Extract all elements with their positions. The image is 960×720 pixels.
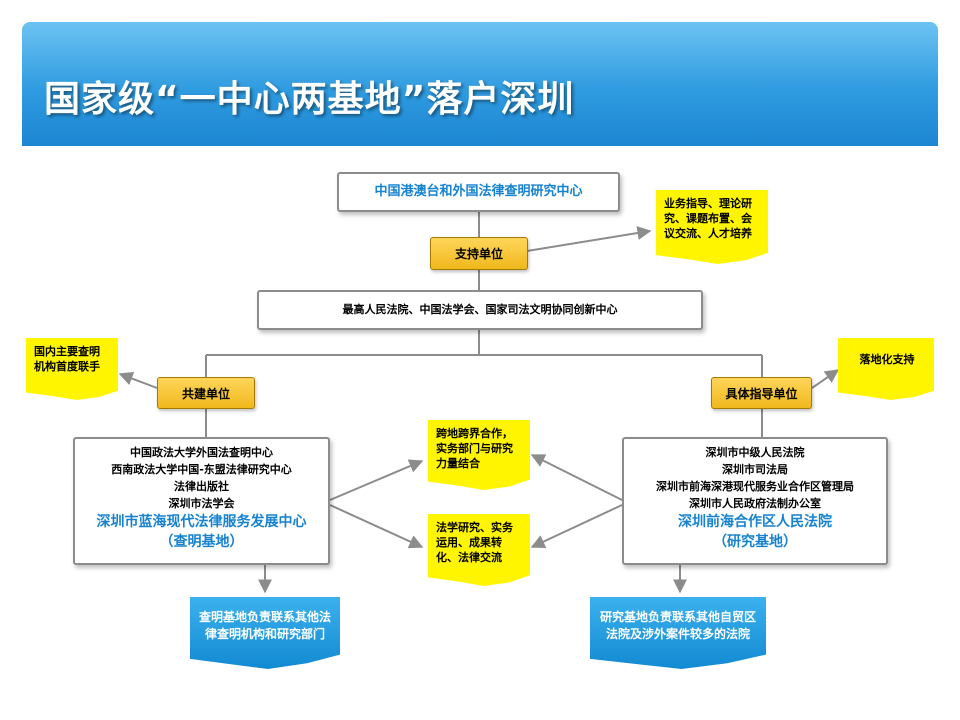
- cooperation-note-top: 跨地跨界合作， 实务部门与研究 力量结合: [428, 420, 530, 490]
- support-unit-label: 支持单位: [430, 237, 528, 270]
- guidance-unit-label: 具体指导单位: [711, 377, 812, 409]
- inquiry-base-name: 深圳市蓝海现代法律服务发展中心: [96, 514, 307, 530]
- co-builder-label: 共建单位: [157, 377, 255, 409]
- research-center-box: 中国港澳台和外国法律查明研究中心: [337, 172, 620, 212]
- member-item: 法律出版社: [174, 480, 229, 493]
- left-note: 国内主要查明 机构首度联手: [26, 338, 118, 400]
- arrow-right-coop-bottom: [530, 504, 623, 549]
- research-base-duty: 研究基地负责联系其他自贸区 法院及涉外案件较多的法院: [590, 597, 766, 669]
- arrow-right-note: [811, 369, 840, 389]
- research-center-name: 中国港澳台和外国法律查明研究中心: [374, 184, 583, 199]
- arrow-support-note: [526, 226, 652, 252]
- arrow-left-coop-top: [329, 459, 424, 501]
- supporters-text: 最高人民法院、中国法学会、国家司法文明协同创新中心: [342, 303, 618, 316]
- inquiry-base-box: 中国政法大学外国法查明中心 西南政法大学中国-东盟法律研究中心 法律出版社 深圳…: [73, 437, 330, 565]
- arrow-right-coop-top: [530, 454, 623, 501]
- member-item: 深圳市人民政府法制办公室: [689, 497, 821, 510]
- member-item: 西南政法大学中国-东盟法律研究中心: [111, 463, 292, 476]
- cooperation-note-bottom: 法学研究、实务 运用、成果转 化、法律交流: [428, 514, 530, 586]
- page-title: 国家级“一中心两基地”落户深圳: [44, 79, 575, 120]
- arrow-left-coop-bottom: [329, 504, 424, 549]
- supporters-box: 最高人民法院、中国法学会、国家司法文明协同创新中心: [257, 290, 703, 330]
- inquiry-base-type: （查明基地）: [159, 534, 244, 550]
- right-note: 落地化支持: [838, 338, 934, 400]
- support-note: 业务指导、理论研 究、课题布置、会 议交流、人才培养: [656, 190, 768, 264]
- arrow-left-note: [118, 371, 158, 389]
- member-item: 深圳市中级人民法院: [705, 446, 805, 459]
- research-base-name: 深圳前海合作区人民法院: [678, 514, 832, 530]
- research-base-type: （研究基地）: [713, 534, 797, 550]
- member-item: 中国政法大学外国法查明中心: [130, 446, 273, 459]
- member-item: 深圳市司法局: [722, 463, 788, 476]
- inquiry-base-duty: 查明基地负责联系其他法 律查明机构和研究部门: [190, 597, 340, 669]
- member-item: 深圳市前海深港现代服务业合作区管理局: [656, 480, 854, 493]
- research-base-box: 深圳市中级人民法院 深圳市司法局 深圳市前海深港现代服务业合作区管理局 深圳市人…: [622, 437, 888, 565]
- member-item: 深圳市法学会: [168, 497, 235, 510]
- title-banner: [22, 22, 938, 146]
